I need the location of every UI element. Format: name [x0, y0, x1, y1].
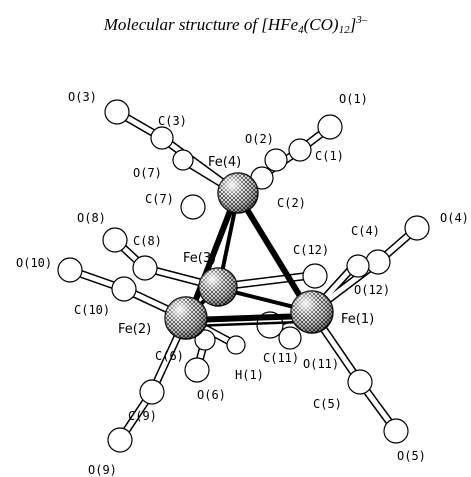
label-o2: O(2) — [245, 132, 274, 146]
label-c3: C(3) — [158, 114, 187, 128]
label-o6: O(6) — [197, 388, 226, 402]
label-c8: C(8) — [133, 234, 162, 248]
atom-fe1 — [290, 290, 334, 334]
fe-atoms — [164, 172, 334, 340]
title-charge: 3– — [356, 14, 368, 26]
title-sub-co: 12 — [338, 24, 350, 36]
atom-c8 — [132, 255, 158, 281]
label-o5: O(5) — [397, 449, 426, 463]
label-c9: C(9) — [128, 409, 157, 423]
label-o8: O(8) — [77, 211, 106, 225]
atom-c1 — [288, 138, 312, 162]
atom-o1 — [317, 114, 343, 140]
label-h1: H(1) — [235, 368, 264, 382]
atom-o6 — [184, 357, 210, 383]
atom-labels: O(1) O(3) C(3) O(2) C(1) O(7) Fe(4) C(7)… — [16, 90, 469, 477]
atom-c3 — [150, 126, 174, 150]
label-c4: C(4) — [351, 224, 380, 238]
bond-fe4-fe2 — [188, 190, 240, 315]
label-fe1: Fe(1) — [341, 312, 374, 327]
label-o11: O(11) — [303, 357, 339, 371]
label-o4: O(4) — [440, 211, 469, 225]
label-c6: C(6) — [155, 349, 184, 363]
atom-c9 — [139, 379, 165, 405]
atom-fe2 — [164, 296, 208, 340]
atom-c7 — [172, 149, 194, 171]
atom-fe3 — [198, 267, 238, 307]
label-o7: O(7) — [133, 166, 162, 180]
label-c12: C(12) — [293, 243, 329, 257]
label-fe3: Fe(3) — [183, 251, 216, 266]
atom-fe4 — [217, 172, 259, 214]
label-o10: O(10) — [16, 256, 52, 270]
label-o9: O(9) — [88, 463, 117, 477]
bond-fe2-fe1 — [188, 313, 309, 323]
label-c10: C(10) — [74, 303, 110, 317]
atom-h1 — [226, 335, 246, 355]
atom-c5 — [347, 369, 373, 395]
atom-o9 — [107, 427, 133, 453]
label-o1: O(1) — [339, 92, 368, 106]
atom-c6 — [194, 329, 216, 351]
bond-fe4-fe1 — [234, 190, 309, 309]
title-end: ] — [349, 15, 357, 34]
label-c7: C(7) — [145, 192, 174, 206]
bond-fe2-fe1-lower — [190, 320, 302, 328]
atom-c12 — [302, 263, 328, 289]
atom-o5 — [383, 418, 409, 444]
label-fe2: Fe(2) — [118, 322, 151, 337]
light-atoms — [57, 99, 430, 453]
label-c11: C(11) — [263, 351, 299, 365]
atom-o3 — [104, 99, 130, 125]
label-c5: C(5) — [313, 397, 342, 411]
atom-c4 — [365, 249, 391, 275]
atom-o8 — [102, 227, 128, 253]
label-o12: O(12) — [354, 283, 390, 297]
atom-o10 — [57, 257, 83, 283]
label-o3: O(3) — [68, 90, 97, 104]
title-mid: (CO) — [303, 15, 339, 34]
label-fe4: Fe(4) — [208, 155, 241, 170]
title-sub-fe: 4 — [298, 24, 304, 36]
atom-o7 — [180, 194, 206, 220]
atom-o11 — [278, 326, 302, 350]
atom-c10 — [111, 276, 137, 302]
label-c2: C(2) — [277, 196, 306, 210]
atom-o12 — [346, 254, 370, 278]
atom-o2 — [264, 148, 288, 172]
diagram-title: Molecular structure of [HFe4(CO)12]3– — [0, 14, 471, 36]
label-c1: C(1) — [315, 149, 344, 163]
title-prefix: Molecular structure of [HFe — [103, 15, 299, 34]
atom-o4 — [404, 215, 430, 241]
